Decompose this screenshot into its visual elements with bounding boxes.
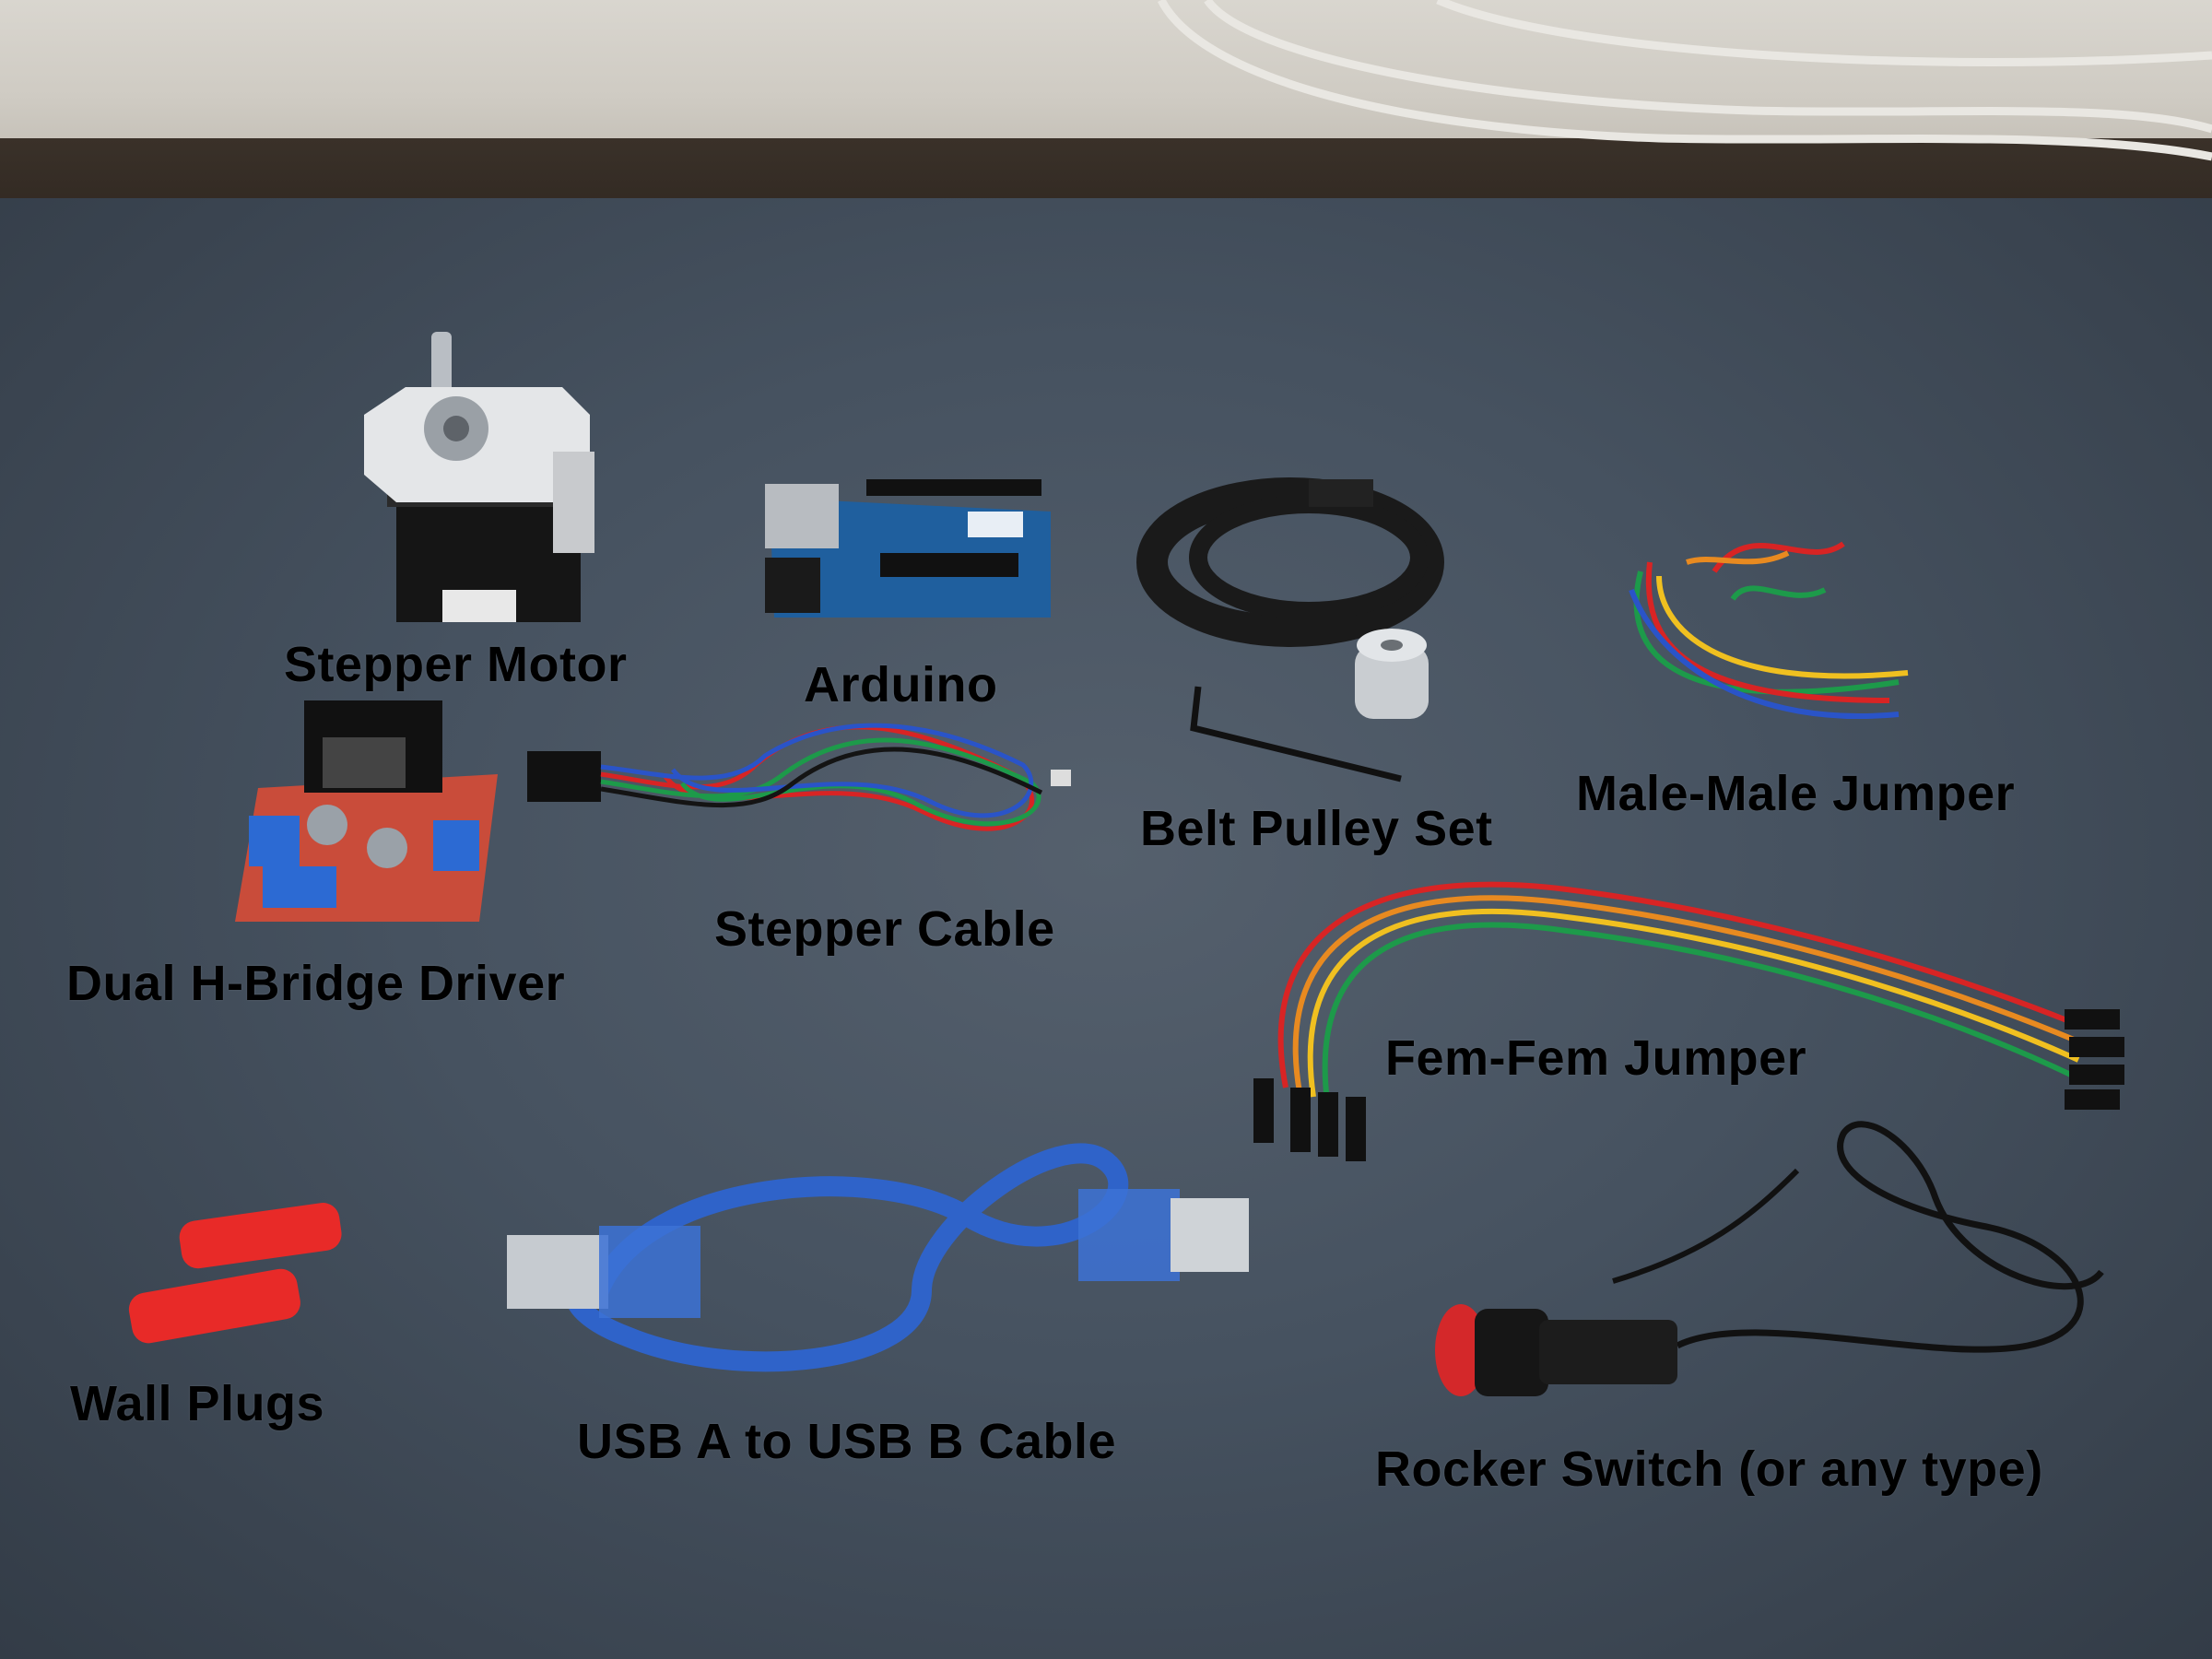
label-belt-pulley-set: Belt Pulley Set (1140, 801, 1493, 856)
belt-coil-image (1136, 477, 1444, 647)
fem-fem-jumper-image (1253, 881, 2124, 1161)
wall-plugs-image (128, 1203, 342, 1344)
label-stepper-cable: Stepper Cable (714, 901, 1055, 957)
label-wall-plugs: Wall Plugs (70, 1376, 325, 1431)
label-usb-cable: USB A to USB B Cable (577, 1414, 1117, 1469)
pulley-image (1355, 629, 1429, 719)
usb-cable-image (507, 1143, 1249, 1372)
label-rocker-switch: Rocker Switch (or any type) (1375, 1441, 2043, 1497)
label-fem-fem-jumper: Fem-Fem Jumper (1385, 1030, 1807, 1086)
label-dual-h-bridge-driver: Dual H-Bridge Driver (66, 956, 566, 1011)
h-bridge-driver-image (235, 700, 498, 922)
allen-key-image (1190, 686, 1402, 782)
switch-image (1435, 1121, 2104, 1396)
male-male-jumper-image (1629, 541, 1909, 720)
label-male-male-jumper: Male-Male Jumper (1576, 766, 2016, 821)
wall-background (0, 0, 2212, 161)
stepper-motor-image (364, 332, 594, 622)
charger-cable (1157, 0, 2212, 161)
arduino-board-image (765, 479, 1051, 618)
label-stepper-motor: Stepper Motor (284, 637, 628, 692)
stepper-cable-image (527, 723, 1071, 831)
label-arduino: Arduino (804, 657, 998, 712)
